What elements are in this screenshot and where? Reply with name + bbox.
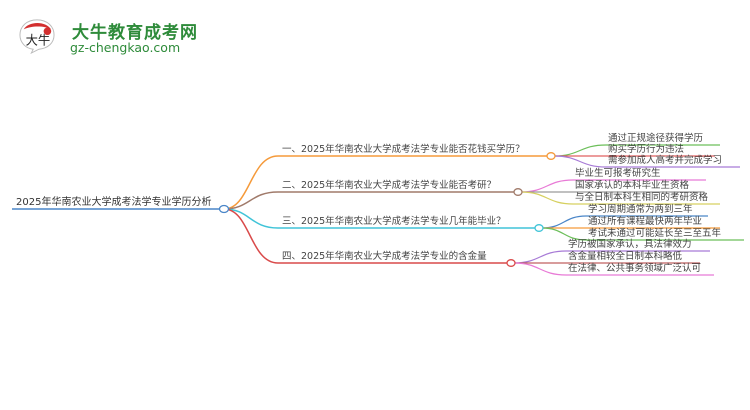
leaf-4-3[interactable]: 在法律、公共事务领域广泛认可 (568, 263, 702, 274)
connector-branch-1 (223, 155, 548, 210)
leaf-4-1[interactable]: 学历被国家承认，具法律效力 (568, 239, 692, 250)
connector-branch-3 (223, 208, 536, 229)
logo-url: gz-chengkao.com (70, 40, 181, 55)
leaf-2-3[interactable]: 与全日制本科生相同的考研资格 (575, 192, 709, 203)
branch-1-node-icon (546, 152, 556, 160)
connector-branch-4 (223, 208, 508, 264)
leaf-1-2[interactable]: 购买学历行为违法 (608, 144, 685, 155)
leaf-1-1[interactable]: 通过正规途径获得学历 (608, 133, 704, 144)
branch-4-node-icon (506, 259, 516, 267)
site-logo[interactable]: 大牛 大牛教育成考网 gz-chengkao.com (14, 14, 214, 58)
connector-branch-2 (223, 191, 515, 210)
leaf-4-2[interactable]: 含金量相较全日制本科略低 (568, 251, 683, 262)
branch-3-node-icon (534, 224, 544, 232)
leaf-3-3[interactable]: 考试未通过可能延长至三至五年 (588, 228, 722, 239)
logo-title: 大牛教育成考网 (72, 23, 198, 43)
branch-4[interactable]: 四、2025年华南农业大学成考法学专业的含金量 (282, 251, 487, 262)
root-node[interactable]: 2025年华南农业大学成考法学专业学历分析 (16, 197, 212, 208)
branch-2[interactable]: 二、2025年华南农业大学成考法学专业能否考研？ (282, 180, 497, 191)
branch-3[interactable]: 三、2025年华南农业大学成考法学专业几年能毕业？ (282, 216, 506, 227)
branch-1[interactable]: 一、2025年华南农业大学成考法学专业能否花钱买学历？ (282, 144, 525, 155)
branch-2-node-icon (513, 188, 523, 196)
leaf-3-2[interactable]: 通过所有课程最快两年毕业 (588, 216, 703, 227)
leaf-2-1[interactable]: 毕业生可报考研究生 (575, 168, 661, 179)
leaf-1-3[interactable]: 需参加成人高考并完成学习 (608, 155, 723, 166)
leaf-3-1[interactable]: 学习周期通常为两到三年 (588, 204, 693, 215)
logo-badge-text: 大牛 (26, 33, 51, 48)
root-node-icon (218, 204, 230, 214)
leaf-2-2[interactable]: 国家承认的本科毕业生资格 (575, 180, 690, 191)
logo-badge-icon: 大牛 (19, 19, 55, 54)
